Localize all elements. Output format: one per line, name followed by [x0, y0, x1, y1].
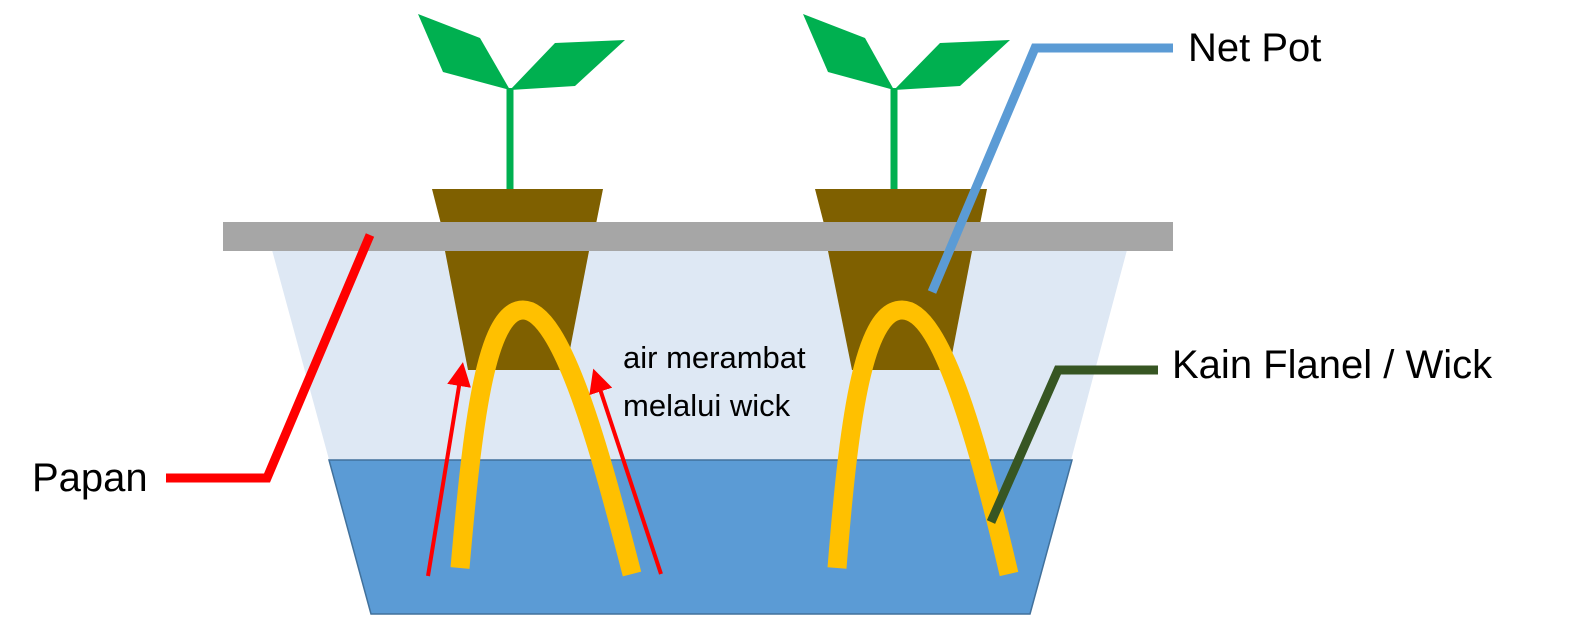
plant-leaf — [510, 40, 625, 90]
board-leader-line — [166, 233, 375, 483]
annotation-line-2: melalui wick — [623, 388, 791, 423]
plant-left — [418, 14, 625, 192]
plant-leaf — [803, 14, 894, 90]
net-pot-label: Net Pot — [1188, 26, 1321, 70]
water-flow-arrow — [589, 368, 663, 575]
net-pot-right-rim — [815, 189, 987, 224]
net-pot-left-rim — [432, 189, 603, 224]
annotation-line-1: air merambat — [623, 340, 806, 375]
plant-right — [803, 14, 1010, 192]
board — [223, 222, 1173, 251]
plant-leaf — [418, 14, 510, 90]
wick-left — [450, 300, 642, 577]
wick-leader-line — [986, 365, 1158, 524]
water — [328, 459, 1073, 615]
wick-right — [827, 300, 1019, 577]
water-flow-arrow — [426, 362, 471, 577]
wick-label: Kain Flanel / Wick — [1172, 343, 1493, 387]
net-pot-leader-line — [927, 43, 1173, 294]
board-label: Papan — [32, 456, 148, 500]
plant-leaf — [894, 40, 1010, 90]
